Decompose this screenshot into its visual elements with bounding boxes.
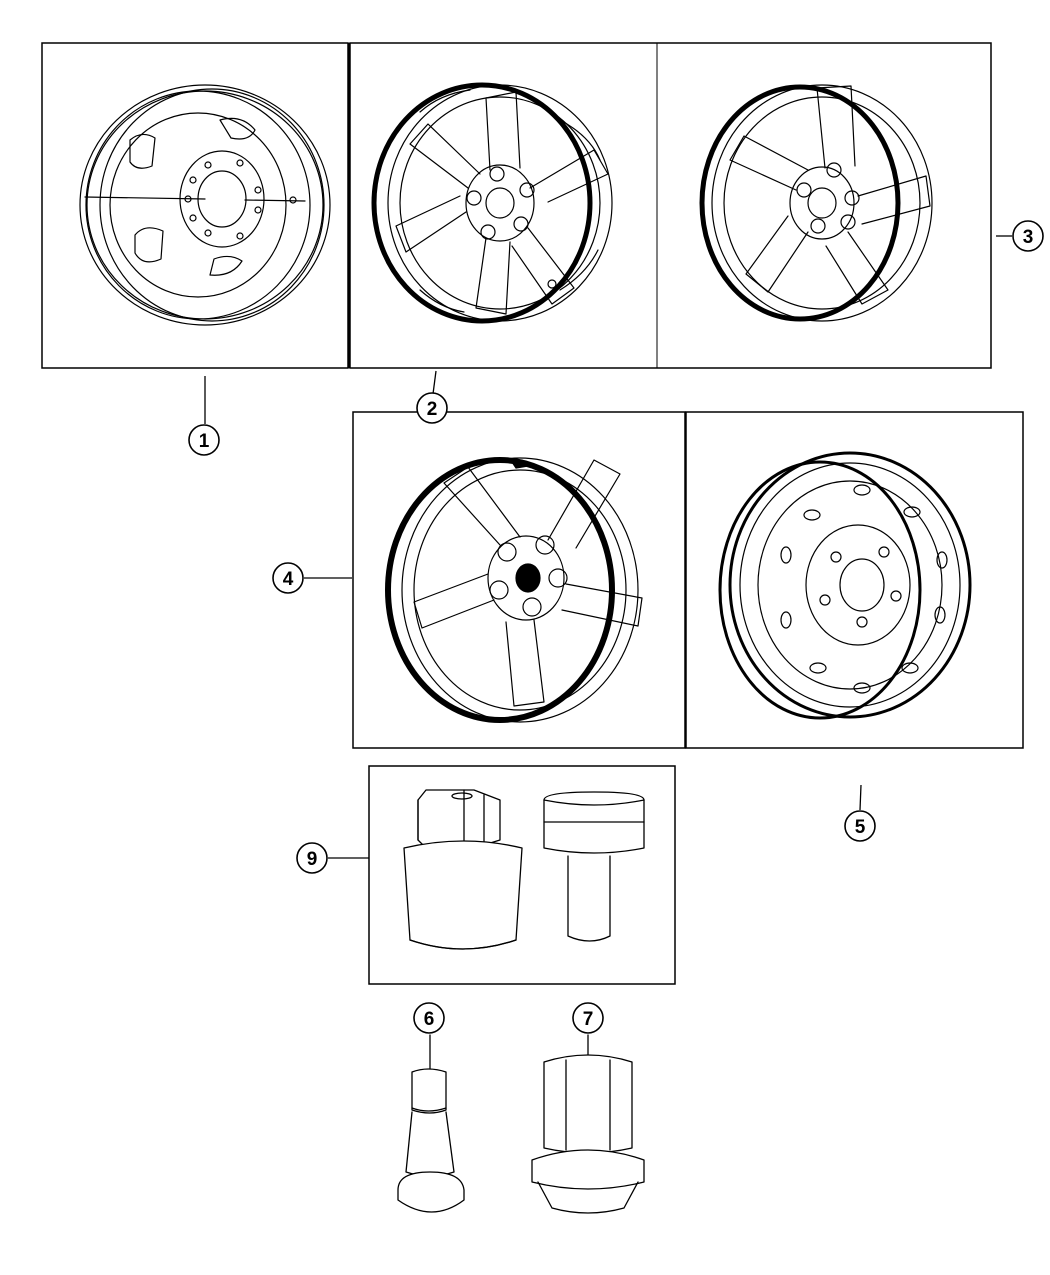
callout-1[interactable]: 1 [188, 424, 220, 456]
callout-9-label: 9 [307, 849, 318, 870]
callout-6-label: 6 [424, 1009, 435, 1030]
wheel-lock-bolt[interactable] [543, 791, 645, 942]
valve-stem[interactable] [397, 1034, 465, 1213]
callout-5-label: 5 [855, 817, 866, 838]
callout-6[interactable]: 6 [413, 1002, 445, 1034]
callout-4[interactable]: 4 [272, 562, 304, 594]
wheel-5-steel-spare[interactable] [718, 451, 972, 720]
wheel-3-alloy-five-spoke[interactable] [699, 84, 933, 322]
callout-7-label: 7 [583, 1009, 594, 1030]
callout-1-label: 1 [199, 431, 210, 452]
callout-4-label: 4 [283, 569, 294, 590]
callout-2-label: 2 [427, 399, 438, 420]
frame-wheel-lock [368, 765, 676, 985]
wheel-lock-key[interactable] [403, 789, 523, 950]
leader-2 [432, 370, 437, 395]
callout-5[interactable]: 5 [844, 810, 876, 842]
lug-nut[interactable] [531, 1034, 645, 1214]
wheel-4-alloy-five-spoke[interactable] [385, 457, 643, 723]
leader-5 [859, 784, 862, 811]
callout-3-label: 3 [1023, 227, 1034, 248]
callout-7[interactable]: 7 [572, 1002, 604, 1034]
callout-9[interactable]: 9 [296, 842, 328, 874]
wheel-2-alloy-six-spoke[interactable] [371, 82, 613, 324]
middle-row-frames [352, 411, 1024, 749]
callout-2[interactable]: 2 [416, 392, 448, 424]
wheel-1-steel-dually[interactable] [65, 80, 335, 330]
top-row-frames [41, 42, 992, 369]
callout-3[interactable]: 3 [1012, 220, 1044, 252]
